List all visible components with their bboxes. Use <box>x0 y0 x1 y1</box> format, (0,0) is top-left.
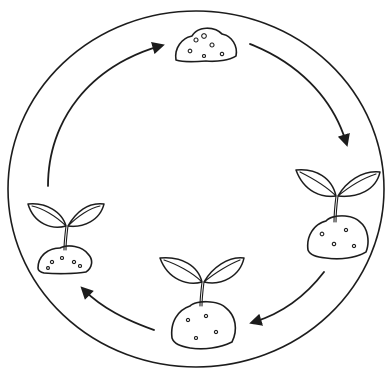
sprout-icon-left <box>28 204 104 274</box>
soil-mound-icon <box>176 28 237 61</box>
arrow-right-to-bottom <box>254 272 324 322</box>
seedling-icon-bottom <box>160 258 244 349</box>
seedling-icon-right <box>296 170 380 259</box>
arrow-bottom-to-left <box>84 290 154 330</box>
arrow-left-to-top <box>48 46 160 186</box>
arrow-top-to-right <box>250 44 346 142</box>
